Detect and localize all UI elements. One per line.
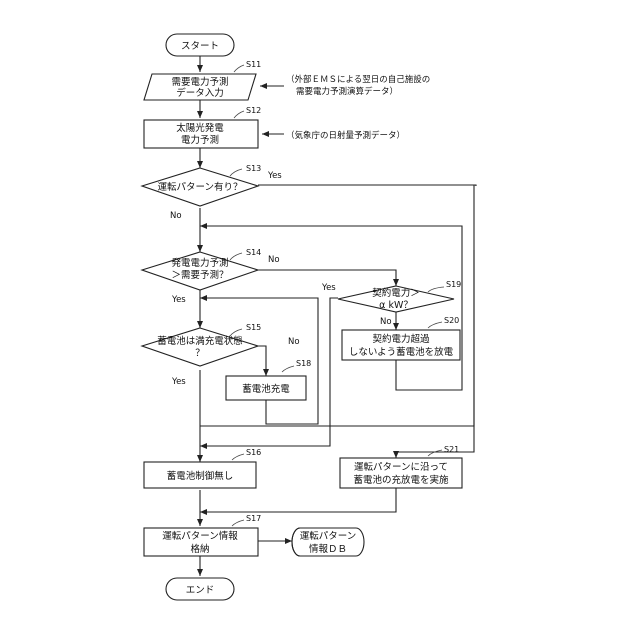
step-s11-data-input: 需要電力予測 データ入力 S11 [144, 60, 261, 100]
s19-no-label: No [380, 317, 392, 327]
s12-line1: 太陽光発電 [176, 122, 224, 134]
s13-text: 運転パターン有り？ [157, 181, 242, 193]
s12-id: S12 [246, 106, 261, 115]
start-terminal: スタート [166, 34, 234, 56]
s13-id: S13 [246, 164, 261, 173]
db-line2: 情報ＤＢ [309, 543, 347, 555]
s14-line1: 発電電力予測 [171, 257, 228, 269]
decision-s14: 発電電力予測 ＞需要予測？ S14 No Yes [142, 248, 280, 305]
s16-text: 蓄電池制御無し [167, 470, 234, 482]
s17-line2: 格納 [190, 543, 209, 555]
s21-line1: 運転パターンに沿って [354, 462, 448, 473]
decision-s13: 運転パターン有り？ S13 Yes No [142, 164, 282, 221]
s11-id: S11 [246, 60, 261, 69]
s18-text: 蓄電池充電 [242, 383, 290, 395]
s13-yes-label: Yes [267, 171, 282, 181]
s11-note-line2: 需要電力予測演算データ） [296, 86, 398, 97]
s21-id: S21 [444, 445, 459, 454]
s15-line1: 蓄電池は満充電状態 [157, 335, 243, 347]
s16-id: S16 [246, 448, 261, 457]
s13-no-label: No [170, 211, 182, 221]
s21-line2: 蓄電池の充放電を実施 [353, 474, 449, 486]
s11-note-line1: （外部ＥＭＳによる翌日の自己施設の [286, 74, 430, 85]
db-line1: 運転パターン [300, 531, 357, 542]
s15-yes-label: Yes [171, 377, 186, 387]
s15-id: S15 [246, 323, 261, 332]
s19-line1: 契約電力＞ [372, 287, 420, 299]
s17-id: S17 [246, 514, 261, 523]
s14-line2: ＞需要予測？ [171, 269, 228, 281]
s15-no-label: No [288, 337, 300, 347]
s18-id: S18 [296, 359, 311, 368]
s17-line1: 運転パターン情報 [162, 530, 238, 542]
s19-id: S19 [446, 280, 461, 289]
database-pattern-db: 運転パターン 情報ＤＢ [292, 528, 364, 556]
step-s12-solar-forecast: 太陽光発電 電力予測 S12 [144, 106, 261, 148]
s20-id: S20 [444, 316, 459, 325]
step-s20-discharge: 契約電力超過 しないよう蓄電池を放電 S20 [342, 316, 460, 360]
s20-line2: しないよう蓄電池を放電 [349, 346, 454, 358]
s12-note: （気象庁の日射量予測データ） [262, 130, 405, 141]
s11-line1: 需要電力予測 [171, 76, 228, 88]
s11-note: （外部ＥＭＳによる翌日の自己施設の 需要電力予測演算データ） [260, 74, 430, 97]
end-terminal: エンド [166, 578, 234, 600]
s12-note-text: （気象庁の日射量予測データ） [286, 130, 405, 141]
s14-id: S14 [246, 248, 261, 257]
s19-yes-label: Yes [321, 283, 336, 293]
s14-yes-label: Yes [171, 295, 186, 305]
step-s16-no-control: 蓄電池制御無し S16 [144, 448, 261, 488]
s12-line2: 電力予測 [181, 134, 219, 146]
end-label: エンド [186, 585, 215, 596]
s14-no-label: No [268, 255, 280, 265]
s20-line1: 契約電力超過 [372, 333, 430, 345]
s19-line2: α kW？ [379, 300, 413, 311]
step-s18-charge: 蓄電池充電 S18 [226, 359, 311, 400]
s11-line2: データ入力 [176, 87, 224, 99]
decision-s19: 契約電力＞ α kW？ S19 Yes No [321, 280, 461, 327]
step-s17-store: 運転パターン情報 格納 S17 [144, 514, 261, 556]
start-label: スタート [181, 41, 219, 52]
s15-line2: ？ [195, 348, 205, 359]
